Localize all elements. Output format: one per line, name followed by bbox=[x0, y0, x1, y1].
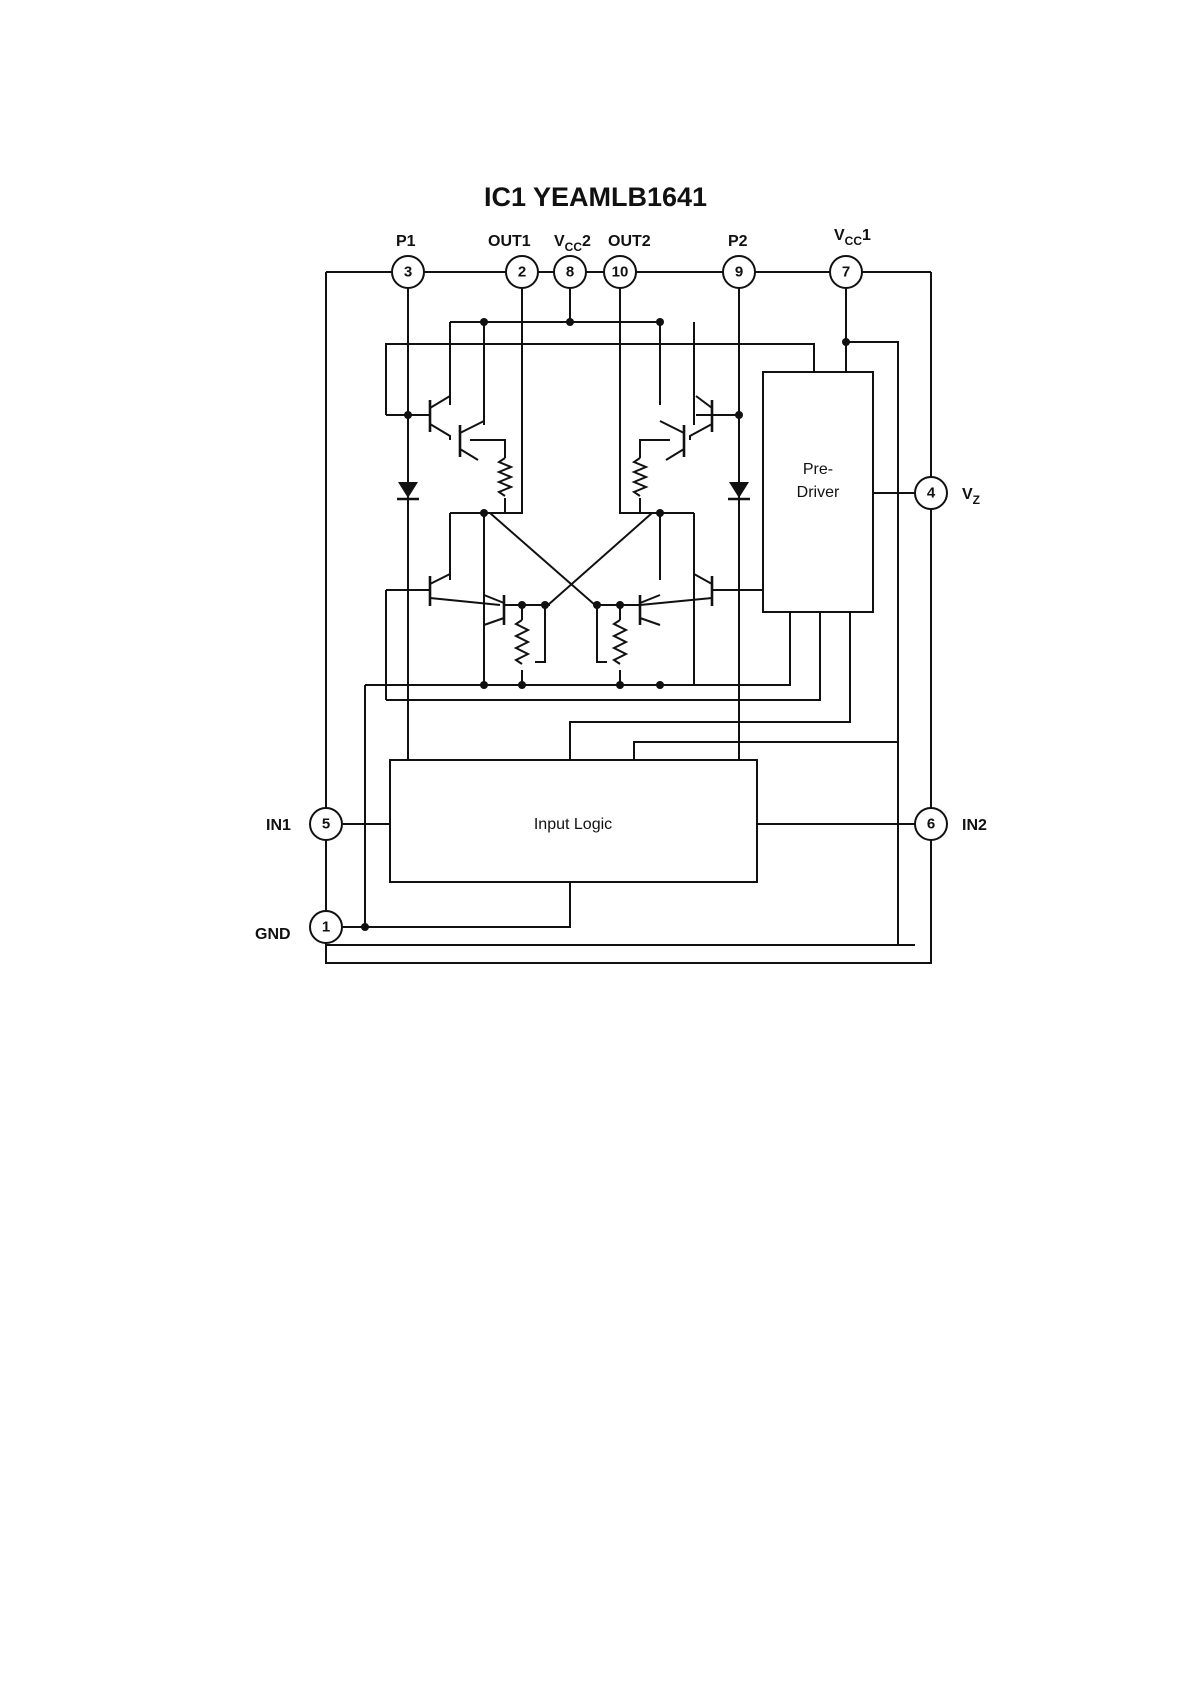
svg-text:9: 9 bbox=[735, 264, 743, 281]
svg-text:4: 4 bbox=[927, 485, 936, 502]
svg-text:5: 5 bbox=[322, 816, 330, 833]
svg-text:1: 1 bbox=[322, 919, 330, 936]
svg-text:10: 10 bbox=[612, 264, 629, 281]
svg-text:6: 6 bbox=[927, 816, 935, 833]
pre-driver-block: Pre- Driver bbox=[763, 372, 873, 612]
pre-driver-label-2: Driver bbox=[797, 484, 840, 501]
pin-label-vz: VZ bbox=[962, 486, 980, 507]
input-logic-block: Input Logic bbox=[390, 760, 757, 882]
pin-7: 7 VCC1 bbox=[830, 227, 871, 288]
pin-label-gnd: GND bbox=[255, 926, 291, 943]
svg-text:2: 2 bbox=[518, 264, 526, 281]
pin-label-p2: P2 bbox=[728, 233, 748, 250]
pin-2: 2 OUT1 bbox=[488, 233, 538, 288]
pin-8: 8 VCC2 bbox=[554, 233, 591, 288]
pre-driver-label-1: Pre- bbox=[803, 461, 833, 478]
pin-5: 5 IN1 bbox=[266, 808, 342, 840]
pin-9: 9 P2 bbox=[723, 233, 755, 288]
pin-3: 3 P1 bbox=[392, 233, 424, 288]
output-transistors bbox=[430, 396, 712, 625]
pin-4: 4 VZ bbox=[915, 477, 980, 509]
pin-label-out2: OUT2 bbox=[608, 233, 651, 250]
svg-text:3: 3 bbox=[404, 264, 412, 281]
pin-1: 1 GND bbox=[255, 911, 342, 943]
pin-label-vcc2: VCC2 bbox=[554, 233, 591, 254]
pin-10: 10 OUT2 bbox=[604, 233, 651, 288]
pin-label-out1: OUT1 bbox=[488, 233, 531, 250]
diodes bbox=[397, 482, 750, 499]
pin-label-vcc1: VCC1 bbox=[834, 227, 871, 248]
pin-6: 6 IN2 bbox=[915, 808, 987, 840]
pin-label-p1: P1 bbox=[396, 233, 416, 250]
input-logic-label: Input Logic bbox=[534, 816, 612, 833]
pin-label-in2: IN2 bbox=[962, 817, 987, 834]
svg-text:8: 8 bbox=[566, 264, 574, 281]
svg-text:7: 7 bbox=[842, 264, 850, 281]
pin-label-in1: IN1 bbox=[266, 817, 291, 834]
